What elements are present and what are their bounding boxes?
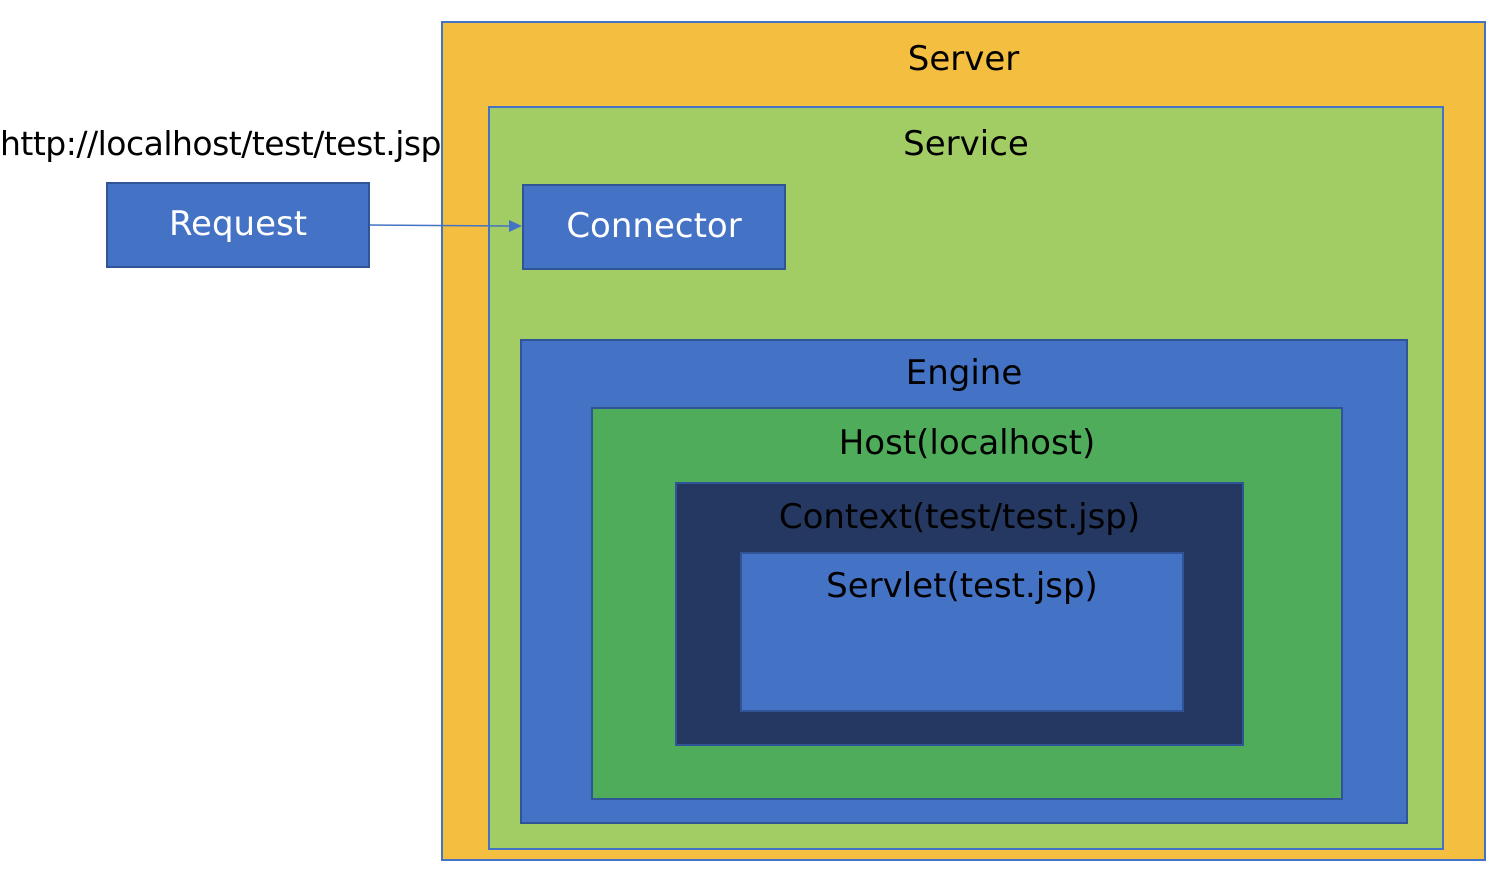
service-label: Service bbox=[903, 124, 1029, 164]
connector-label: Connector bbox=[566, 206, 742, 246]
servlet-box: Servlet(test.jsp) bbox=[740, 552, 1184, 712]
servlet-label: Servlet(test.jsp) bbox=[826, 566, 1098, 606]
connector-box: Connector bbox=[522, 184, 786, 270]
request-box: Request bbox=[106, 182, 370, 268]
host-label: Host(localhost) bbox=[838, 423, 1096, 463]
engine-label: Engine bbox=[905, 353, 1023, 393]
context-label: Context(test/test.jsp) bbox=[778, 497, 1141, 537]
request-label: Request bbox=[168, 204, 308, 244]
server-label: Server bbox=[907, 39, 1020, 79]
url-text: http://localhost/test/test.jsp bbox=[0, 124, 442, 163]
